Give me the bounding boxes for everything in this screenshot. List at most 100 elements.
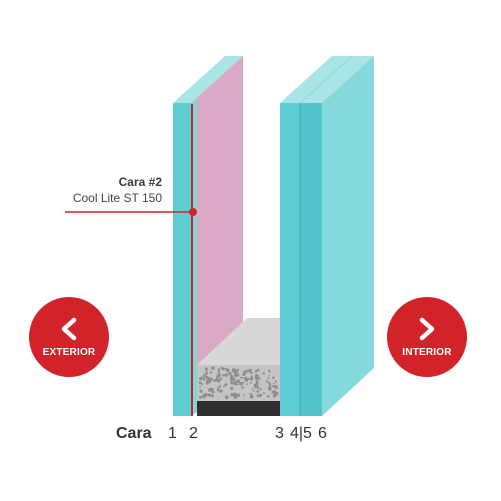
desiccant-grain (223, 385, 225, 388)
desiccant-grain (217, 378, 221, 382)
desiccant-grain (258, 377, 261, 380)
desiccant-grain (217, 370, 221, 373)
desiccant-grain (198, 395, 202, 399)
desiccant-grain (208, 388, 212, 392)
desiccant-grain (234, 373, 238, 378)
callout-subtitle: Cool Lite ST 150 (72, 191, 162, 205)
desiccant-grain (198, 381, 202, 384)
desiccant-grain (268, 369, 271, 373)
desiccant-grain (217, 373, 222, 378)
right-pane-a-top (280, 56, 352, 103)
desiccant-grain (267, 381, 270, 384)
desiccant-grain (201, 394, 206, 399)
desiccant-grain (250, 377, 254, 381)
desiccant-grain (247, 377, 250, 381)
desiccant-grain (206, 377, 208, 380)
desiccant-grain (254, 369, 258, 373)
desiccant-grain (220, 377, 223, 380)
desiccant-grain (241, 386, 244, 389)
desiccant-grain (207, 393, 211, 397)
desiccant-grain (246, 369, 250, 372)
desiccant-grain (209, 371, 213, 374)
desiccant-grain (250, 381, 252, 384)
desiccant-texture (198, 366, 279, 400)
desiccant-grain (274, 380, 277, 383)
desiccant-grain (255, 380, 259, 384)
desiccant-grain (199, 385, 202, 388)
desiccant-grain (204, 367, 208, 370)
desiccant-grain (230, 393, 234, 397)
right-pane-b-front (300, 103, 322, 416)
desiccant-grain (256, 394, 260, 398)
desiccant-grain (209, 377, 213, 382)
desiccant-grain (249, 393, 252, 396)
desiccant-grain (211, 366, 215, 370)
desiccant-grain (233, 381, 238, 386)
left-pane-front (173, 103, 191, 416)
right-pane-b-top (300, 56, 374, 103)
desiccant-grain (249, 395, 254, 399)
desiccant-grain (236, 393, 240, 397)
face-label-6: 6 (318, 425, 327, 442)
desiccant-grain (200, 390, 203, 393)
desiccant-grain (273, 382, 275, 385)
desiccant-grain (255, 376, 257, 379)
desiccant-grain (224, 367, 227, 370)
right-pane-a-front (280, 103, 300, 416)
desiccant-grain (268, 375, 270, 377)
desiccant-grain (230, 386, 234, 390)
coating-callout: Cara #2 Cool Lite ST 150 (62, 174, 162, 206)
desiccant-grain (207, 376, 210, 379)
desiccant-grain (272, 384, 275, 387)
desiccant-grain (272, 394, 277, 398)
desiccant-grain (216, 389, 220, 392)
desiccant-grain (268, 386, 272, 391)
callout-title: Cara #2 (118, 175, 162, 189)
desiccant-grain (236, 383, 239, 386)
desiccant-grain (267, 395, 270, 398)
desiccant-grain (219, 389, 223, 393)
desiccant-grain (246, 383, 249, 386)
desiccant-grain (199, 377, 202, 381)
desiccant-grain (262, 372, 266, 375)
secondary-sealant (197, 401, 280, 416)
exterior-label: EXTERIOR (42, 346, 96, 358)
desiccant-grain (242, 373, 246, 376)
face-label-2: 2 (189, 425, 198, 442)
desiccant-grain (228, 371, 232, 376)
desiccant-grain (236, 379, 240, 383)
interior-button[interactable]: INTERIOR (387, 297, 467, 377)
desiccant-grain (224, 373, 229, 377)
desiccant-grain (272, 376, 275, 380)
desiccant-grain (272, 390, 277, 394)
faces-word: Cara (116, 425, 152, 442)
desiccant-grain (250, 375, 253, 378)
desiccant-grain (211, 390, 215, 394)
desiccant-grain (205, 373, 208, 376)
desiccant-grain (243, 376, 248, 380)
desiccant-grain (202, 377, 206, 381)
desiccant-grain (243, 370, 247, 374)
desiccant-grain (230, 377, 234, 382)
desiccant-grain (241, 376, 244, 379)
desiccant-grain (205, 375, 209, 379)
interior-label: INTERIOR (402, 346, 452, 358)
desiccant-grain (249, 368, 253, 372)
left-pane-top-edge (173, 56, 243, 103)
desiccant-grain (253, 390, 255, 392)
desiccant-grain (268, 382, 272, 386)
face-label-4-5: 4|5 (290, 425, 312, 442)
desiccant-grain (256, 390, 260, 393)
desiccant-grain (216, 378, 218, 381)
desiccant-grain (224, 395, 229, 400)
chevron-left-icon (61, 317, 77, 340)
desiccant-grain (203, 374, 206, 378)
desiccant-grain (251, 388, 254, 391)
exterior-button[interactable]: EXTERIOR (29, 297, 109, 377)
desiccant-grain (255, 382, 259, 386)
desiccant-grain (265, 380, 268, 383)
desiccant-grain (205, 369, 208, 372)
desiccant-grain (210, 394, 214, 398)
